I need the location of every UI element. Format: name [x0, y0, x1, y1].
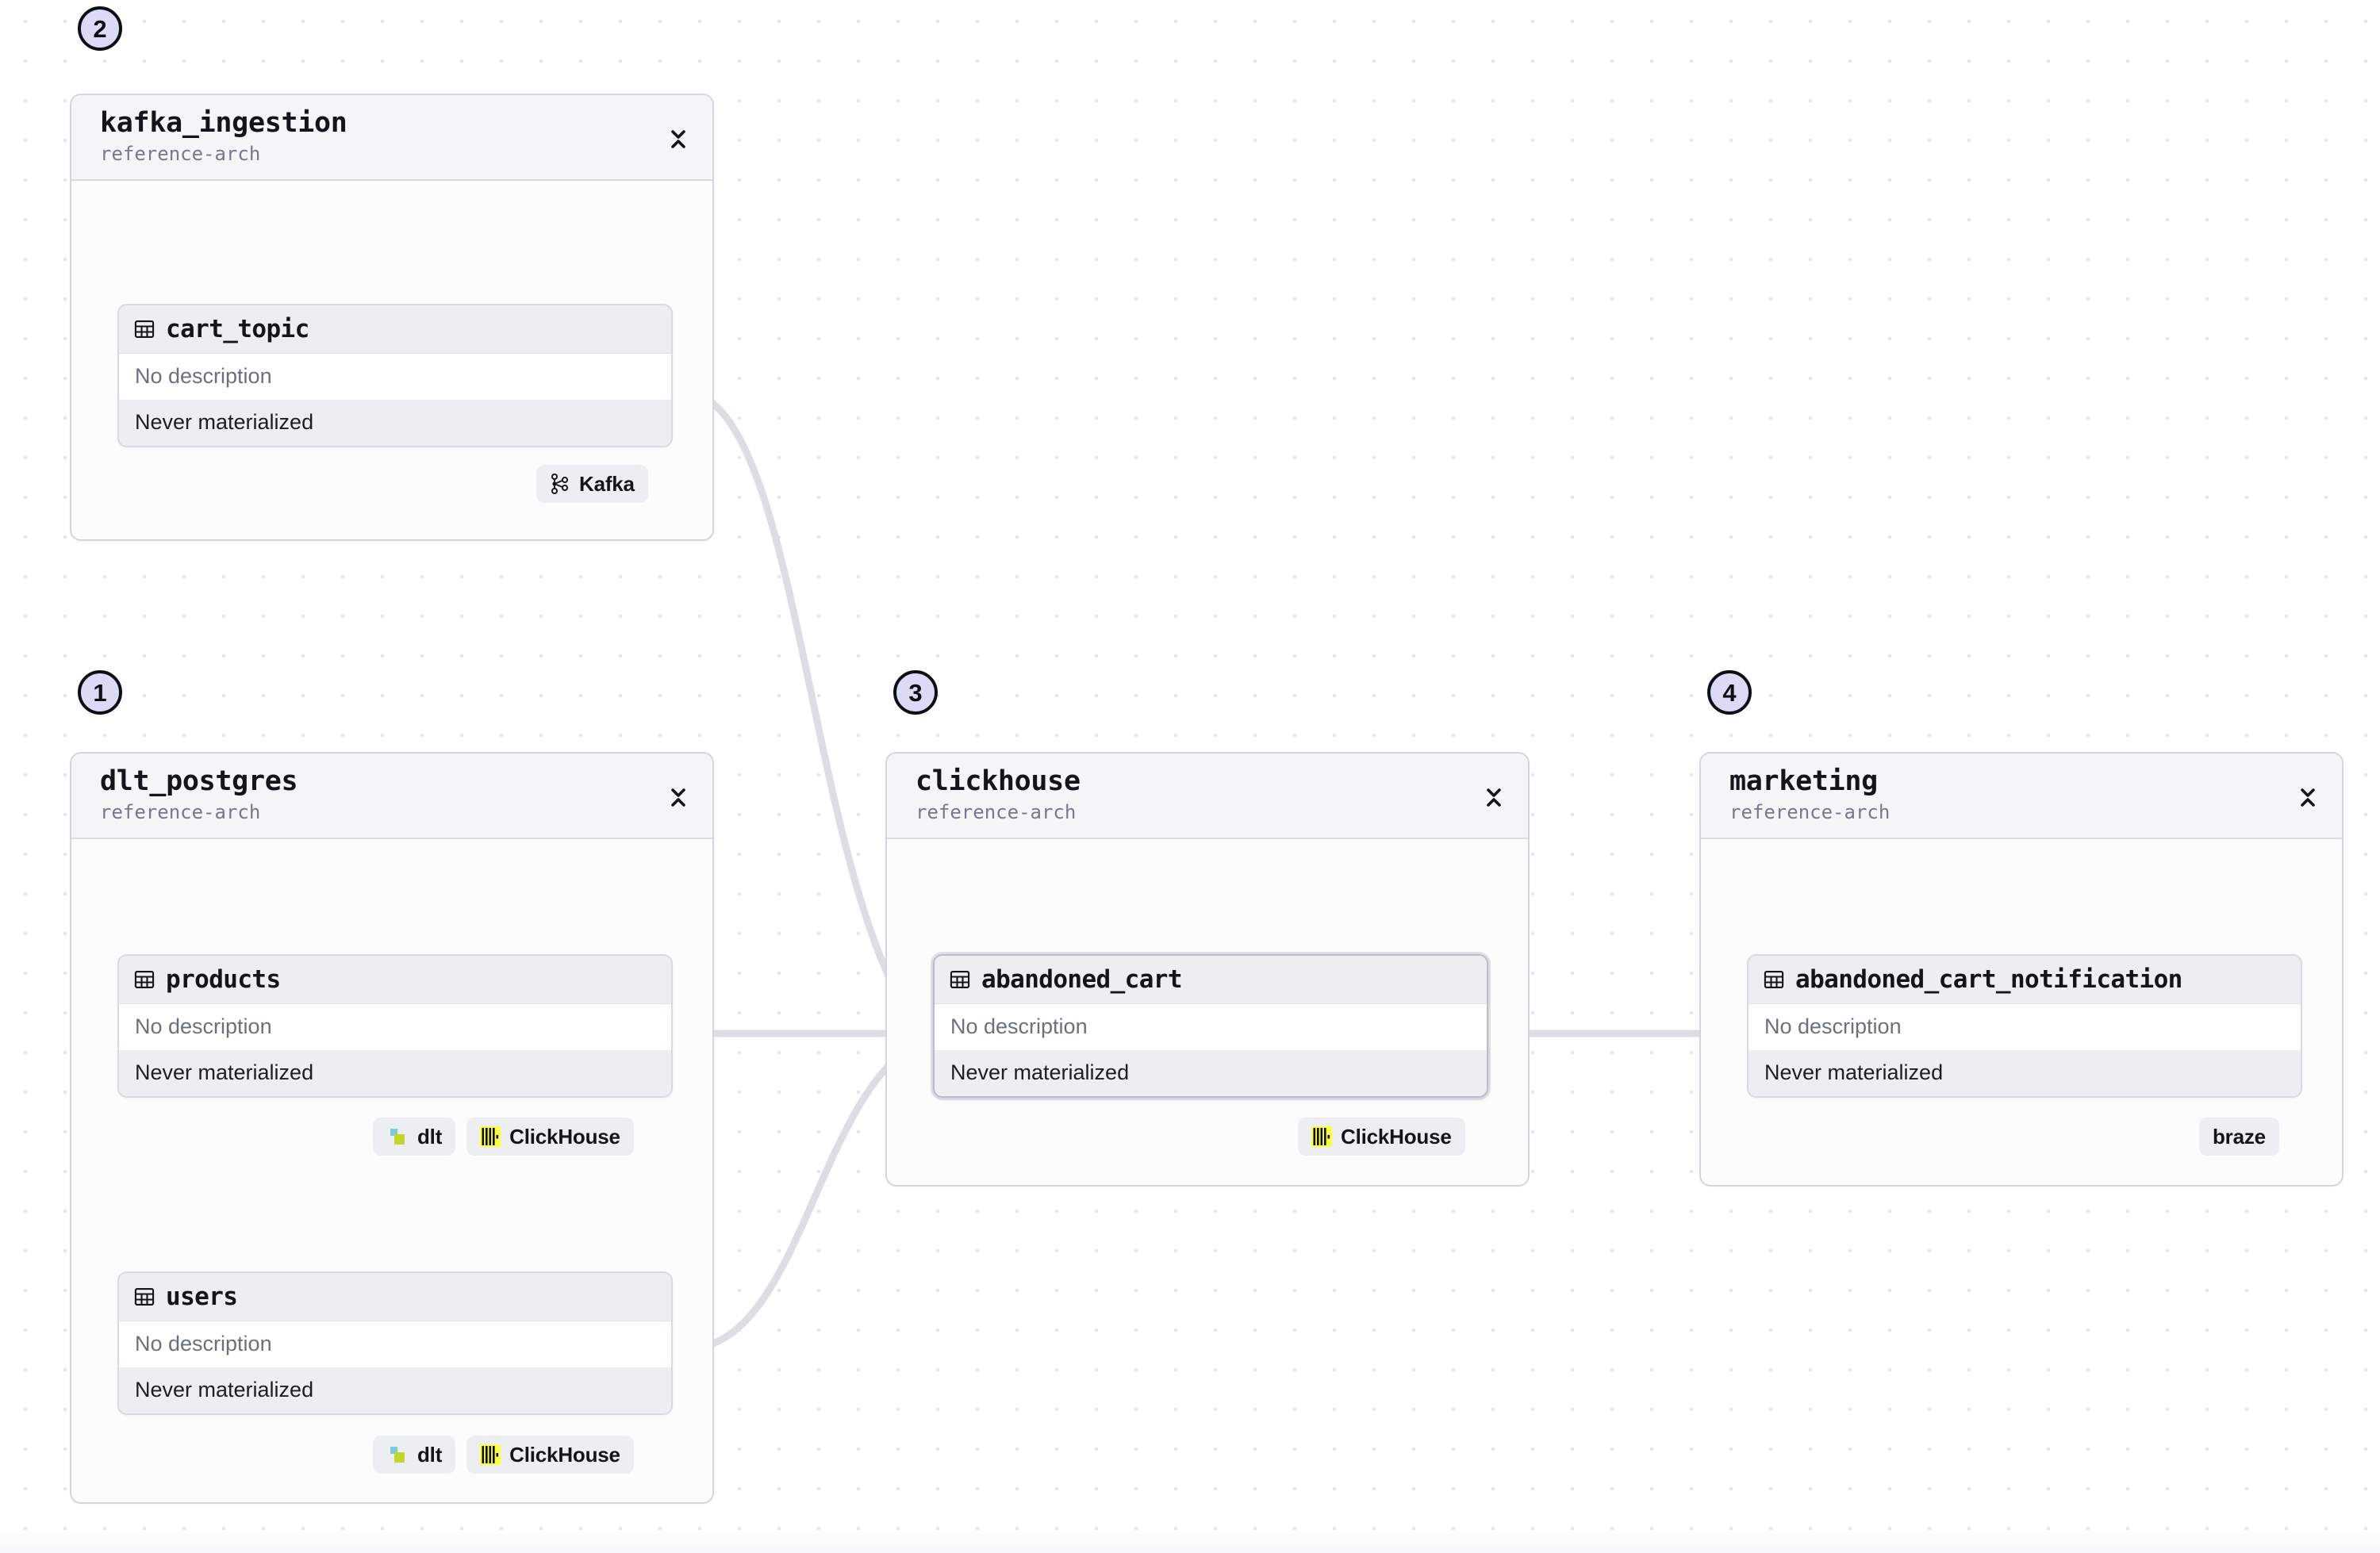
step-badge-1: 1: [78, 670, 122, 715]
node-description: No description: [1749, 1004, 2301, 1050]
node-products[interactable]: products No description Never materializ…: [117, 954, 673, 1098]
node-abandoned-cart[interactable]: abandoned_cart No description Never mate…: [933, 954, 1488, 1098]
badge-row-products: dlt ClickHouse: [373, 1118, 634, 1156]
group-header-kafka-ingestion[interactable]: kafka_ingestion reference-arch: [71, 95, 712, 181]
node-description: No description: [119, 1321, 671, 1367]
group-title: dlt_postgres: [100, 765, 298, 798]
group-subtitle: reference-arch: [100, 800, 261, 823]
group-subtitle: reference-arch: [916, 800, 1077, 823]
node-title: cart_topic: [166, 315, 309, 343]
node-materialization: Never materialized: [935, 1049, 1487, 1096]
badge-row-abandoned-cart: ClickHouse: [1298, 1118, 1465, 1156]
group-title-wrap: clickhouse reference-arch: [916, 766, 1081, 824]
group-title-wrap: dlt_postgres reference-arch: [100, 766, 298, 824]
badge-row-notification: braze: [2199, 1118, 2279, 1156]
dlt-icon: [390, 1447, 405, 1463]
node-materialization: Never materialized: [1749, 1049, 2301, 1096]
step-badge-4: 4: [1707, 670, 1752, 715]
group-subtitle: reference-arch: [1729, 800, 1891, 823]
group-title: clickhouse: [916, 765, 1081, 798]
clickhouse-icon: [480, 1444, 501, 1465]
group-title-wrap: kafka_ingestion reference-arch: [100, 108, 347, 166]
group-title: marketing: [1729, 765, 1878, 798]
step-badge-2: 2: [78, 6, 122, 51]
badge-clickhouse[interactable]: ClickHouse: [466, 1436, 634, 1474]
clickhouse-icon: [1311, 1126, 1332, 1147]
badge-label: braze: [2213, 1124, 2266, 1148]
table-icon: [134, 320, 155, 338]
kafka-icon: [551, 473, 569, 495]
group-header-marketing[interactable]: marketing reference-arch: [1701, 753, 2342, 839]
chevron-up-down-icon[interactable]: [2297, 781, 2318, 810]
badge-label: Kafka: [579, 471, 635, 496]
table-icon: [950, 971, 970, 988]
clickhouse-icon: [480, 1126, 501, 1147]
node-header[interactable]: abandoned_cart_notification: [1749, 956, 2301, 1004]
node-header[interactable]: products: [119, 956, 671, 1004]
badge-label: dlt: [417, 1442, 443, 1467]
badge-clickhouse[interactable]: ClickHouse: [1298, 1118, 1465, 1156]
group-title: kafka_ingestion: [100, 107, 347, 140]
node-materialization: Never materialized: [119, 1049, 671, 1096]
table-icon: [1764, 971, 1784, 988]
node-description: No description: [119, 1004, 671, 1050]
dlt-icon: [390, 1129, 405, 1145]
badge-dlt[interactable]: dlt: [373, 1118, 456, 1156]
table-icon: [134, 971, 155, 988]
node-title: users: [166, 1283, 238, 1311]
step-badge-3: 3: [893, 670, 938, 715]
node-materialization: Never materialized: [119, 399, 671, 446]
badge-row-users: dlt ClickHouse: [373, 1436, 634, 1474]
node-materialization: Never materialized: [119, 1367, 671, 1413]
node-header[interactable]: abandoned_cart: [935, 956, 1487, 1004]
table-icon: [134, 1288, 155, 1306]
canvas-bottom-fade: [0, 1526, 2380, 1553]
badge-braze[interactable]: braze: [2199, 1118, 2279, 1156]
node-title: abandoned_cart_notification: [1795, 965, 2182, 994]
badge-row-cart-topic: Kafka: [536, 465, 648, 503]
group-header-clickhouse[interactable]: clickhouse reference-arch: [887, 753, 1528, 839]
group-title-wrap: marketing reference-arch: [1729, 766, 1890, 824]
chevron-up-down-icon[interactable]: [668, 123, 689, 151]
badge-label: ClickHouse: [509, 1124, 620, 1148]
node-title: abandoned_cart: [981, 965, 1182, 994]
badge-dlt[interactable]: dlt: [373, 1436, 456, 1474]
node-description: No description: [119, 354, 671, 400]
badge-label: ClickHouse: [509, 1442, 620, 1467]
group-header-dlt-postgres[interactable]: dlt_postgres reference-arch: [71, 753, 712, 839]
node-users[interactable]: users No description Never materialized: [117, 1271, 673, 1415]
node-abandoned-cart-notification[interactable]: abandoned_cart_notification No descripti…: [1747, 954, 2302, 1098]
node-title: products: [166, 965, 281, 994]
node-header[interactable]: users: [119, 1273, 671, 1321]
chevron-up-down-icon[interactable]: [1484, 781, 1504, 810]
chevron-up-down-icon[interactable]: [668, 781, 689, 810]
badge-kafka[interactable]: Kafka: [536, 465, 648, 503]
group-subtitle: reference-arch: [100, 142, 261, 165]
badge-clickhouse[interactable]: ClickHouse: [466, 1118, 634, 1156]
node-cart-topic[interactable]: cart_topic No description Never material…: [117, 304, 673, 447]
badge-label: ClickHouse: [1341, 1124, 1452, 1148]
node-header[interactable]: cart_topic: [119, 305, 671, 354]
badge-label: dlt: [417, 1124, 443, 1148]
node-description: No description: [935, 1004, 1487, 1050]
